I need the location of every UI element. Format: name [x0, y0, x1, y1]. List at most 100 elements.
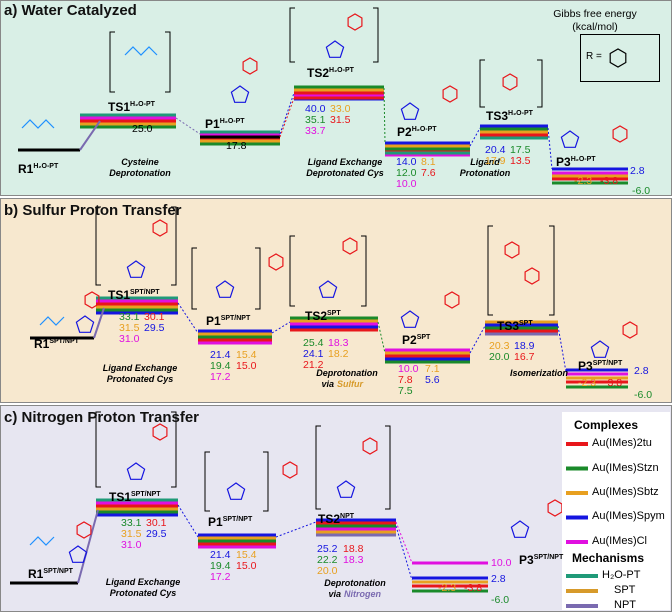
- value-c-ts1-spym: 29.5: [146, 529, 166, 540]
- label-b-p2: P2SPT: [402, 334, 430, 346]
- label-a-ts1: TS1H₂O-PT: [108, 101, 155, 113]
- c-p1-bracket-right: [263, 452, 268, 511]
- value-b-p2-spym: 5.6: [425, 375, 440, 386]
- b-r1-imidazole: [76, 316, 93, 332]
- value-b-p3-2tu: -3.8: [604, 378, 622, 389]
- a-ts1-bracket-right: [165, 32, 170, 92]
- value-b-p2-sbtz: 7.1: [425, 364, 440, 375]
- label-a-p1: P1H₂O-PT: [205, 118, 245, 130]
- step-a-6: Protonation: [430, 168, 540, 178]
- legend-mechanism-1: SPT: [614, 585, 635, 596]
- value-c-ts2-spym: 25.2: [317, 544, 337, 555]
- label-b-r1: R1SPT/NPT: [34, 338, 79, 350]
- a-p3-imidazole: [561, 131, 578, 147]
- b-p1-imidazole: [216, 281, 233, 297]
- value-a-ts3-2tu: 13.5: [510, 156, 530, 167]
- value-a-ts2-spym: 40.0: [305, 104, 325, 115]
- a-ts3-pyrimidine: [503, 74, 517, 90]
- legend-mechanism-0: H₂O-PT: [602, 570, 641, 581]
- value-b-p2-stzn: 7.5: [398, 386, 413, 397]
- step-c-1: Ligand Exchange: [88, 577, 198, 587]
- legend-complex-1: Au(IMes)Stzn: [592, 463, 659, 474]
- value-b-ts1-stzn: 33.1: [119, 312, 139, 323]
- panel-b-title: b) Sulfur Proton Transfer: [4, 203, 182, 218]
- b-ts1-pyrimidine: [153, 220, 167, 236]
- label-a-ts2: TS2H₂O-PT: [307, 67, 354, 79]
- value-b-ts2-2tu: 21.2: [303, 360, 323, 371]
- label-b-ts2: TS2SPT: [305, 310, 341, 322]
- value-a-ts1: 25.0: [132, 124, 152, 135]
- label-c-ts2: TS2NPT: [318, 513, 354, 525]
- value-a-p3-stzn: -6.0: [632, 186, 650, 197]
- value-b-ts3-sbtz: 20.3: [489, 341, 509, 352]
- b-p3-pyrimidine: [623, 322, 637, 338]
- value-b-p1-cl: 17.2: [210, 372, 230, 383]
- a-ts1-cysteine: [125, 47, 157, 55]
- legend-complex-3: Au(IMes)Spym: [592, 511, 665, 522]
- a-p3-pyrimidine: [613, 126, 627, 142]
- c-connector-ts1-p1: [178, 505, 198, 537]
- b-ts2-pyrimidine: [343, 238, 357, 254]
- c-connector-ts2-p3-b: [396, 526, 412, 580]
- value-a-ts2-cl: 33.7: [305, 126, 325, 137]
- panel-a-title: a) Water Catalyzed: [4, 3, 137, 18]
- step-b-1: Ligand Exchange: [85, 363, 195, 373]
- gibbs-unit: (kcal/mol): [540, 21, 650, 34]
- a-ts2-imidazole: [326, 41, 343, 57]
- c-ts2-imidazole: [337, 481, 354, 497]
- value-b-ts1-cl: 31.0: [119, 334, 139, 345]
- c-ts1-imidazole: [127, 463, 144, 479]
- step-c-5: Nitrogen: [344, 589, 404, 599]
- value-a-ts3-stzn: 17.5: [510, 145, 530, 156]
- value-b-ts3-2tu: 16.7: [514, 352, 534, 363]
- legend-complex-0: Au(IMes)2tu: [592, 438, 652, 449]
- label-c-p3: P3SPT/NPT: [519, 554, 563, 566]
- a-connector-ts3-p3: [548, 128, 552, 169]
- value-b-ts3-stzn: 20.0: [489, 352, 509, 363]
- b-p2-imidazole: [401, 311, 418, 327]
- c-r1-imidazole: [69, 546, 86, 562]
- b-ts1-imidazole: [127, 261, 144, 277]
- b-r1-cysteine: [40, 317, 64, 325]
- value-b-ts1-sbtz: 31.5: [119, 323, 139, 334]
- value-b-ts2-stzn: 25.4: [303, 338, 323, 349]
- c-connector-r1-ts1: [78, 510, 98, 583]
- c-p1-imidazole: [227, 483, 244, 499]
- c-connector-p1-ts2: [276, 522, 316, 537]
- a-p2-pyrimidine: [443, 86, 457, 102]
- value-b-p1-sbtz: 15.4: [236, 350, 256, 361]
- value-b-p3-spym: 2.8: [634, 366, 649, 377]
- step-b-4: via: [274, 379, 334, 389]
- step-a-4: Deprotonated Cys: [290, 168, 400, 178]
- b-ts2-bracket-left: [290, 236, 295, 306]
- value-c-p1-2tu: 15.0: [236, 561, 256, 572]
- a-ts2-bracket-right: [373, 8, 378, 62]
- value-c-p3-2tu: -3.8: [464, 583, 482, 594]
- value-c-ts1-cl: 31.0: [121, 540, 141, 551]
- step-c-4: via: [281, 589, 341, 599]
- value-c-p1-stzn: 19.4: [210, 561, 230, 572]
- c-ts2-bracket-left: [316, 426, 321, 509]
- value-c-ts1-stzn: 33.1: [121, 518, 141, 529]
- label-a-ts3: TS3H₂O-PT: [486, 110, 533, 122]
- b-p1-bracket-left: [192, 248, 197, 309]
- value-a-p2-spym: 14.0: [396, 157, 416, 168]
- b-ts3-bracket-right: [549, 226, 554, 315]
- value-b-ts1-spym: 29.5: [144, 323, 164, 334]
- step-c-2: Protonated Cys: [88, 588, 198, 598]
- step-c-3: Deprotonation: [300, 578, 410, 588]
- label-b-ts1: TS1SPT/NPT: [108, 289, 160, 301]
- value-a-ts2-stzn: 35.1: [305, 115, 325, 126]
- value-b-p2-2tu: 7.8: [398, 375, 413, 386]
- a-connector-p1-ts2: [280, 93, 294, 134]
- c-p1-pyrimidine: [283, 462, 297, 478]
- b-ts3-pyrimidine-a: [505, 242, 519, 258]
- a-connector-ts1-p1: [176, 118, 200, 134]
- a-connector-p1-ts2-r: [280, 98, 294, 137]
- label-c-r1: R1SPT/NPT: [28, 568, 73, 580]
- legend-mechanisms-title: Mechanisms: [572, 552, 644, 564]
- step-a-2: Deprotonation: [85, 168, 195, 178]
- r-group-label: R =: [586, 52, 602, 62]
- label-a-p2: P2H₂O-PT: [397, 126, 437, 138]
- label-b-ts3: TS3SPT: [497, 320, 533, 332]
